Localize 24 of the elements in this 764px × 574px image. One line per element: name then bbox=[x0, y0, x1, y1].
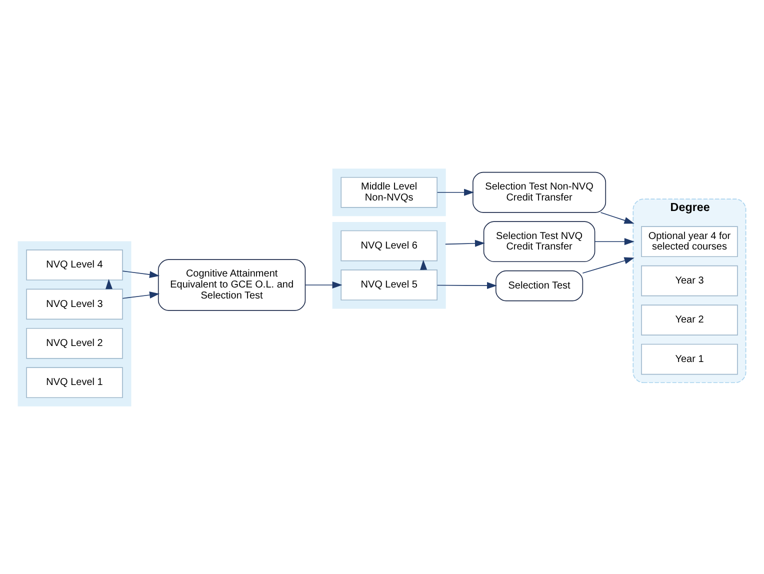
cluster bbox=[18, 240, 132, 406]
arrow bbox=[594, 238, 634, 245]
arrow bbox=[436, 188, 474, 196]
node-box: NVQ Level 2 bbox=[26, 327, 123, 358]
arrow bbox=[122, 291, 160, 298]
node-box: Selection Test Non-NVQ Credit Transfer bbox=[472, 171, 606, 212]
arrow bbox=[305, 280, 342, 288]
arrow bbox=[122, 270, 160, 278]
node-box: Optional year 4 for selected courses bbox=[641, 226, 738, 257]
arrow bbox=[436, 282, 498, 289]
node-box: Year 3 bbox=[641, 264, 738, 296]
arrow bbox=[582, 256, 634, 274]
node-box: Middle Level Non-NVQs bbox=[340, 176, 438, 208]
node-box: Selection Test NVQ Credit Transfer bbox=[483, 220, 596, 262]
cluster bbox=[332, 168, 446, 216]
node-box: NVQ Level 4 bbox=[26, 249, 123, 280]
node-box: NVQ Level 6 bbox=[340, 230, 438, 261]
node-box: NVQ Level 1 bbox=[26, 366, 123, 398]
arrow bbox=[445, 239, 485, 246]
node-box: Year 1 bbox=[641, 343, 738, 374]
node-box: Selection Test bbox=[495, 270, 584, 301]
node-box: Year 2 bbox=[641, 304, 738, 335]
arrow bbox=[600, 212, 634, 224]
node-box: Cognitive Attainment Equivalent to GCE O.L. and Selection Test bbox=[158, 258, 306, 310]
